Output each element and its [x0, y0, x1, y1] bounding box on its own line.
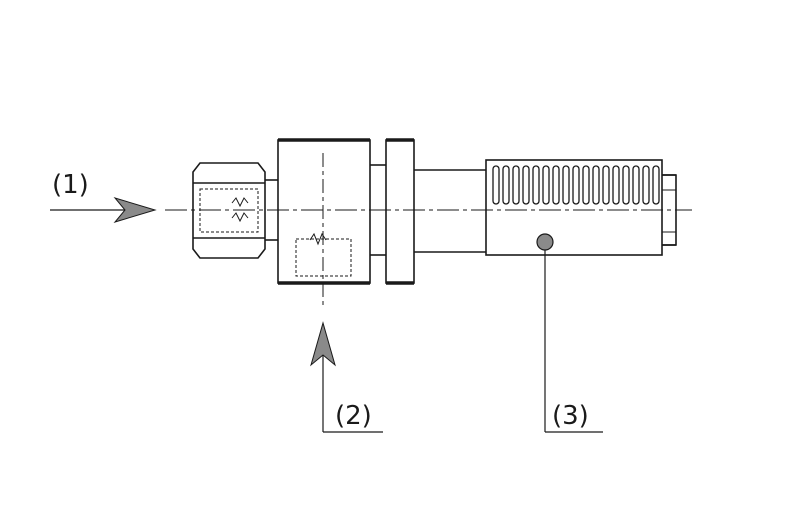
flange-ring	[385, 138, 486, 285]
outlet-label: (3)	[552, 401, 589, 431]
rib-slot	[572, 165, 580, 205]
port-arrow	[310, 321, 383, 433]
rib-slot	[592, 165, 600, 205]
rib-slot	[652, 165, 660, 205]
rib-slot	[642, 165, 650, 205]
rib-slot	[522, 165, 530, 205]
rib-slot	[552, 165, 560, 205]
cooling-ribs	[492, 165, 660, 205]
rib-slot	[622, 165, 630, 205]
inlet-label: (1)	[52, 170, 89, 200]
rib-slot	[632, 165, 640, 205]
rib-slot	[602, 165, 610, 205]
port-label: (2)	[335, 401, 372, 431]
inlet-arrow	[50, 197, 157, 223]
rib-slot	[492, 165, 500, 205]
outlet-leader	[544, 250, 603, 433]
rib-slot	[582, 165, 590, 205]
rib-slot	[612, 165, 620, 205]
rib-slot	[532, 165, 540, 205]
rib-slot	[512, 165, 520, 205]
outlet-hole	[536, 233, 554, 251]
rib-slot	[542, 165, 550, 205]
hex-nut	[192, 162, 278, 259]
rib-slot	[562, 165, 570, 205]
valve-body	[277, 138, 386, 285]
ribbed-cylinder	[485, 159, 677, 256]
rib-slot	[502, 165, 510, 205]
